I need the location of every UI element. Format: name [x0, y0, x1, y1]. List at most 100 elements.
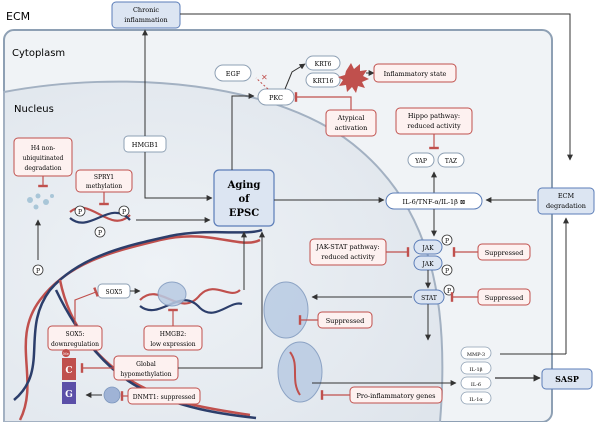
svg-text:P: P: [445, 238, 449, 245]
nucleus-label: Nucleus: [14, 104, 54, 115]
svg-text:Atypical: Atypical: [337, 114, 365, 122]
svg-text:downregulation: downregulation: [51, 341, 99, 348]
svg-text:HMGB1: HMGB1: [132, 141, 158, 149]
svg-text:hypomethylation: hypomethylation: [121, 371, 172, 378]
hippo-box: Hippo pathway: reduced activity: [395, 107, 473, 135]
svg-text:P: P: [36, 268, 40, 275]
svg-text:H4 non-: H4 non-: [31, 145, 55, 152]
sasp-list: MMP-3 IL-1β IL-6 IL-1α: [460, 346, 492, 405]
svg-text:MMP-3: MMP-3: [467, 352, 485, 358]
ecm-label: ECM: [6, 10, 30, 23]
krt6-node: KRT6: [305, 55, 341, 71]
dnmt1-blob-icon: [103, 386, 121, 404]
phospho-h4: P: [32, 264, 44, 276]
svg-text:JAK: JAK: [421, 245, 434, 252]
chronic-inflammation-box: Chronic inflammation: [111, 1, 181, 29]
svg-text:IL-6/TNF-α/IL-1β ⊠: IL-6/TNF-α/IL-1β ⊠: [403, 198, 466, 206]
phospho-spry1: P P P: [74, 205, 130, 238]
spry1-box: SPRY1 methylation: [75, 169, 133, 193]
svg-text:P: P: [98, 230, 102, 237]
svg-text:STAT: STAT: [421, 295, 437, 302]
yap-node: YAP: [407, 152, 435, 168]
svg-text:C: C: [65, 366, 72, 376]
svg-text:IL-1α: IL-1α: [469, 397, 483, 403]
pkc-node: PKC: [257, 88, 295, 106]
krt16-node: KRT16: [305, 72, 341, 88]
svg-text:reduced activity: reduced activity: [321, 253, 375, 261]
svg-text:low expression: low expression: [150, 341, 195, 348]
svg-text:ubiquitinated: ubiquitinated: [23, 155, 64, 162]
svg-text:SOX5:: SOX5:: [65, 331, 84, 338]
svg-text:KRT6: KRT6: [315, 61, 332, 68]
svg-text:P: P: [122, 209, 126, 216]
svg-text:G: G: [65, 390, 73, 400]
svg-text:SASP: SASP: [555, 374, 579, 384]
il6-tnf-node: IL-6/TNF-α/IL-1β ⊠: [385, 192, 483, 210]
svg-text:of: of: [239, 194, 251, 205]
cytoplasm-label: Cytoplasm: [12, 48, 65, 59]
svg-text:degradation: degradation: [546, 202, 586, 210]
svg-text:Me: Me: [63, 352, 69, 356]
inflammation-burst-icon: [338, 63, 369, 93]
svg-text:Pro-inflammatory genes: Pro-inflammatory genes: [356, 392, 435, 400]
hmgb2-box: HMGB2: low expression: [143, 325, 203, 351]
ecm-degradation-box: ECM degradation: [537, 187, 595, 215]
svg-text:methylation: methylation: [86, 183, 122, 190]
phospho-jak: P P: [441, 234, 453, 276]
pro-inflammatory-box: Pro-inflammatory genes: [349, 386, 443, 404]
svg-text:KRT16: KRT16: [313, 78, 334, 85]
svg-text:SPRY1: SPRY1: [94, 174, 114, 181]
svg-text:SOX5: SOX5: [105, 289, 122, 296]
svg-text:JAK-STAT pathway:: JAK-STAT pathway:: [315, 243, 379, 251]
atypical-activation-box: Atypical activation: [325, 109, 377, 137]
svg-text:ECM: ECM: [558, 192, 575, 200]
nucleus-region: [3, 80, 444, 422]
global-hypomethylation-box: Global hypomethylation: [113, 355, 179, 381]
jakstat-box: JAK-STAT pathway: reduced activity: [309, 238, 387, 266]
svg-text:PKC: PKC: [269, 94, 283, 102]
degraded-fragments-icon: [27, 193, 54, 210]
svg-text:Suppressed: Suppressed: [326, 317, 365, 325]
egf-node: EGF: [214, 64, 252, 82]
svg-text:P: P: [78, 209, 82, 216]
svg-text:IL-1β: IL-1β: [469, 367, 482, 373]
jak2-node: JAK: [413, 255, 443, 271]
svg-text:inflammation: inflammation: [124, 16, 167, 24]
svg-text:DNMT1: suppressed: DNMT1: suppressed: [133, 394, 196, 401]
h4-box: H4 non- ubiquitinated degradation: [13, 137, 73, 177]
sasp-box: SASP: [541, 368, 593, 390]
svg-text:YAP: YAP: [414, 158, 427, 165]
svg-text:reduced activity: reduced activity: [407, 122, 461, 130]
jak1-node: JAK: [413, 239, 443, 255]
sox5-helix-icon: [139, 281, 243, 314]
taz-node: TAZ: [437, 152, 465, 168]
svg-text:Global: Global: [136, 361, 156, 368]
suppressed-jak-box: Suppressed: [477, 243, 531, 261]
dnmt1-box: DNMT1: suppressed: [127, 387, 201, 405]
svg-text:activation: activation: [335, 124, 368, 132]
svg-text:JAK: JAK: [421, 261, 434, 268]
stat-node: STAT P: [413, 284, 455, 305]
svg-text:Chronic: Chronic: [133, 6, 159, 14]
svg-text:EGF: EGF: [226, 70, 241, 78]
svg-text:HMGB2:: HMGB2:: [160, 331, 186, 338]
svg-text:P: P: [445, 268, 449, 275]
sox5-node: SOX5: [97, 283, 131, 299]
svg-text:P: P: [447, 288, 451, 295]
svg-text:EPSC: EPSC: [229, 208, 259, 219]
sox5-down-box: SOX5: downregulation: [47, 325, 103, 351]
hmgb1-node: HMGB1: [123, 135, 167, 153]
svg-text:TAZ: TAZ: [445, 158, 457, 165]
aging-epsc-box: Aging of EPSC: [213, 169, 275, 227]
svg-text:Inflammatory state: Inflammatory state: [384, 70, 447, 78]
suppressed-mid-box: Suppressed: [317, 311, 373, 329]
nuclear-pore-icon: [263, 281, 323, 403]
svg-text:IL-6: IL-6: [471, 382, 481, 388]
inflammatory-state-box: Inflammatory state: [373, 63, 457, 83]
svg-text:degradation: degradation: [25, 165, 62, 172]
cg-bases-icon: C G Me: [62, 349, 76, 404]
suppressed-stat-box: Suppressed: [477, 288, 531, 306]
x-mark: ✕: [261, 73, 268, 82]
svg-text:Suppressed: Suppressed: [485, 294, 524, 302]
svg-text:Hippo pathway:: Hippo pathway:: [408, 112, 460, 120]
